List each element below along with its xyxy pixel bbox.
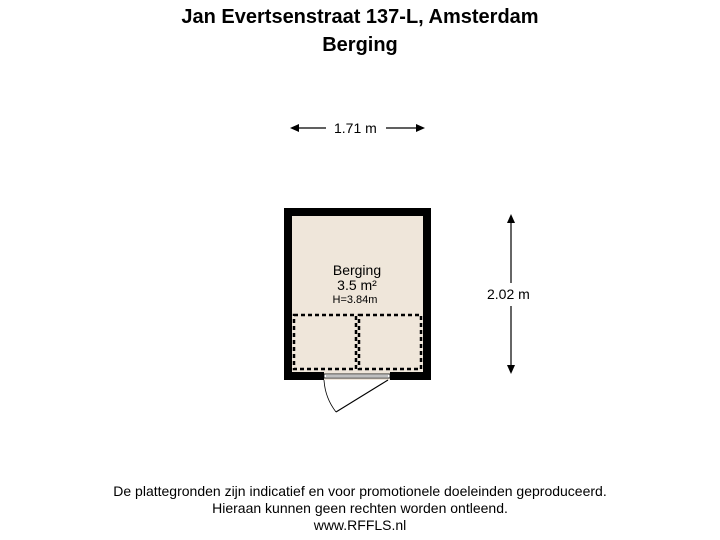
height-dimension-label: 2.02 m bbox=[487, 286, 530, 302]
disclaimer-line-1: De plattegronden zijn indicatief en voor… bbox=[113, 483, 607, 499]
room-name: Berging bbox=[332, 262, 382, 278]
disclaimer-line-2: Hieraan kunnen geen rechten worden ontle… bbox=[212, 500, 508, 516]
floorplan-address-title: Jan Evertsenstraat 137-L, Amsterdam bbox=[181, 6, 539, 28]
storage-cabinet-right bbox=[357, 313, 423, 371]
room-area: 3.5 m² bbox=[337, 277, 377, 293]
room-walls bbox=[284, 208, 431, 380]
door bbox=[323, 373, 391, 413]
width-dimension-arrow bbox=[290, 124, 425, 132]
room-floor bbox=[284, 208, 431, 380]
storage-cabinet-left bbox=[292, 313, 358, 371]
width-dimension-label: 1.71 m bbox=[334, 120, 377, 136]
website-link[interactable]: www.RFFLS.nl bbox=[313, 517, 407, 533]
storage-cabinets bbox=[292, 313, 423, 371]
height-dimension-arrow bbox=[507, 214, 515, 374]
floorplan-floor-title: Berging bbox=[322, 34, 398, 56]
room-ceiling-height: H=3.84m bbox=[332, 294, 378, 306]
